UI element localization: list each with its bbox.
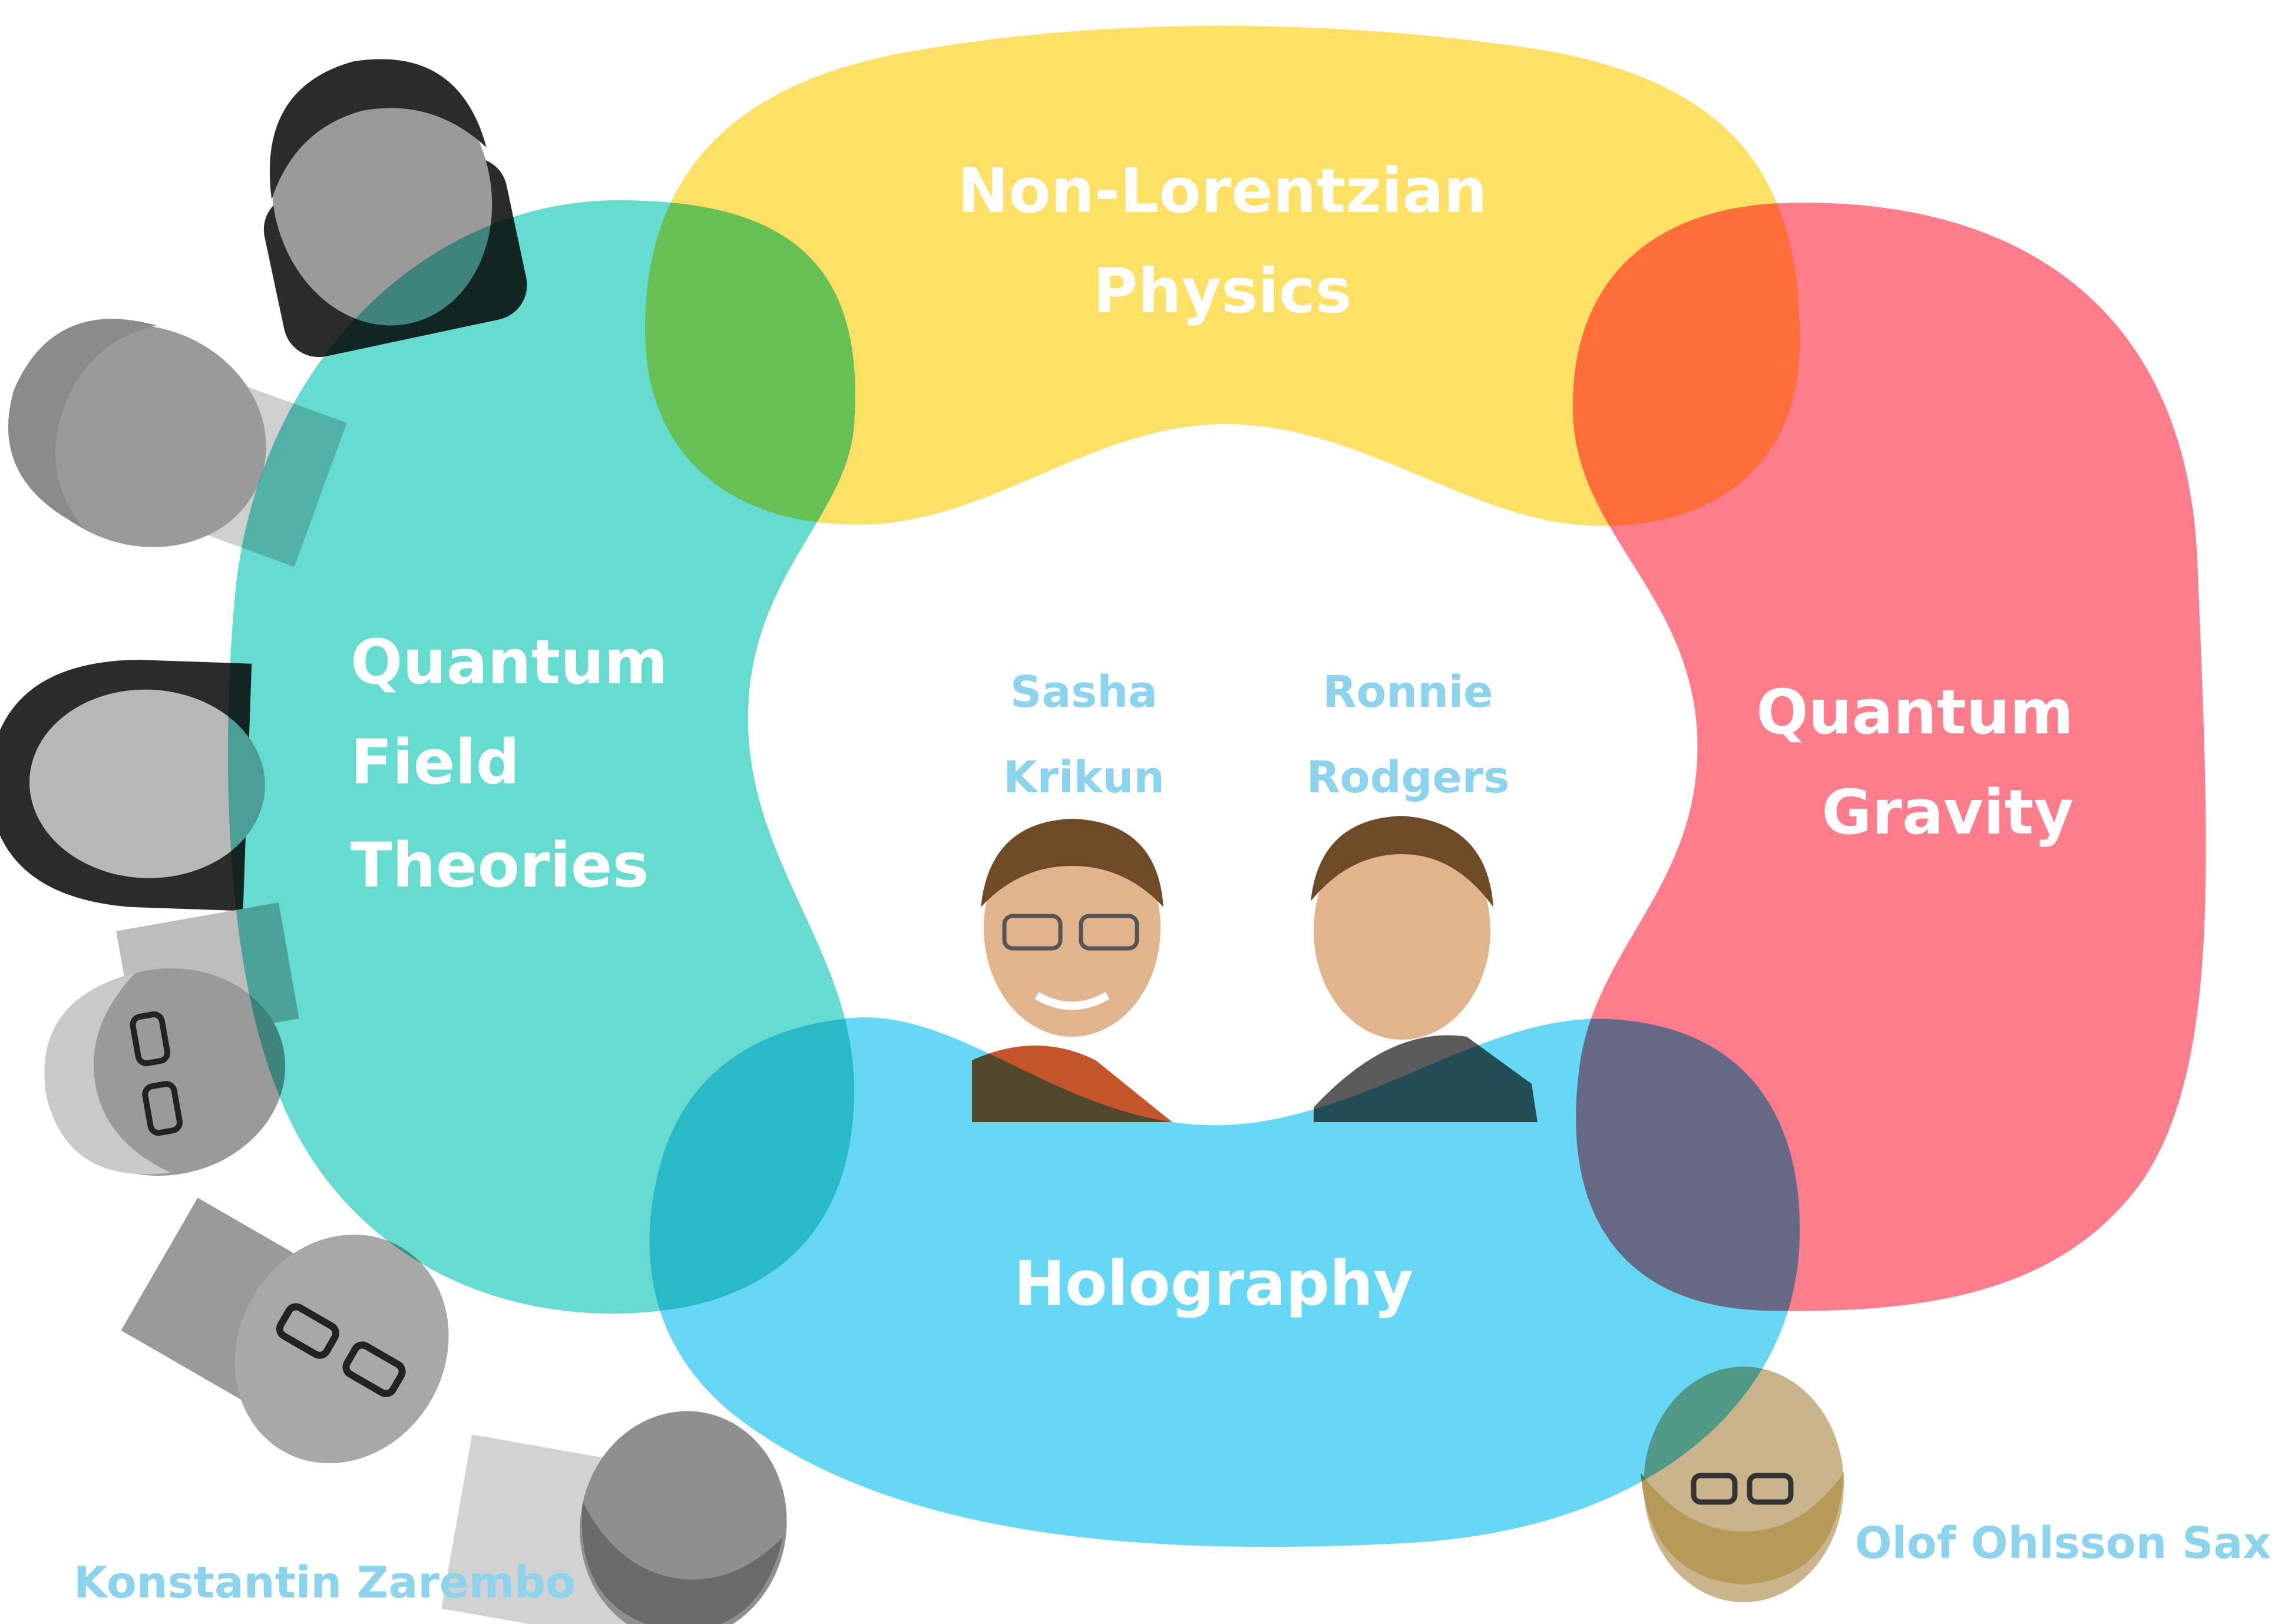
label-qft-line3: Theories — [351, 829, 649, 901]
portrait-5 — [121, 1198, 449, 1464]
name-sasha-first: Sasha — [1010, 667, 1158, 717]
name-ronnie-first: Ronnie — [1323, 667, 1493, 717]
name-ronnie-last: Rodgers — [1307, 752, 1510, 803]
label-holography: Holography — [1014, 1248, 1413, 1319]
label-non-lorentzian-line1: Non-Lorentzian — [957, 155, 1487, 227]
left-portraits — [0, 59, 1844, 1624]
label-qft-line1: Quantum — [351, 626, 668, 698]
label-non-lorentzian-line2: Physics — [1093, 255, 1351, 327]
region-labels: Non-Lorentzian Physics Quantum Field The… — [351, 155, 2074, 1319]
portrait-6 — [441, 1411, 787, 1624]
person-labels: Sasha Krikun Ronnie Rodgers Konstantin Z… — [74, 667, 2271, 1608]
name-konstantin-zarembo: Konstantin Zarembo — [74, 1557, 576, 1608]
name-sasha-last: Krikun — [1003, 752, 1165, 803]
blobs — [227, 25, 2206, 1547]
label-quantum-gravity-line1: Quantum — [1756, 676, 2074, 748]
name-olof-ohlsson-sax: Olof Ohlsson Sax — [1855, 1518, 2271, 1569]
blob-holography — [649, 1017, 1800, 1547]
blob-non-lorentzian-physics — [645, 25, 1800, 526]
label-qft-line2: Field — [351, 726, 520, 798]
portrait-3 — [0, 660, 265, 911]
blob-quantum-field-theories — [227, 200, 855, 1314]
label-quantum-gravity-line2: Gravity — [1821, 776, 2074, 848]
